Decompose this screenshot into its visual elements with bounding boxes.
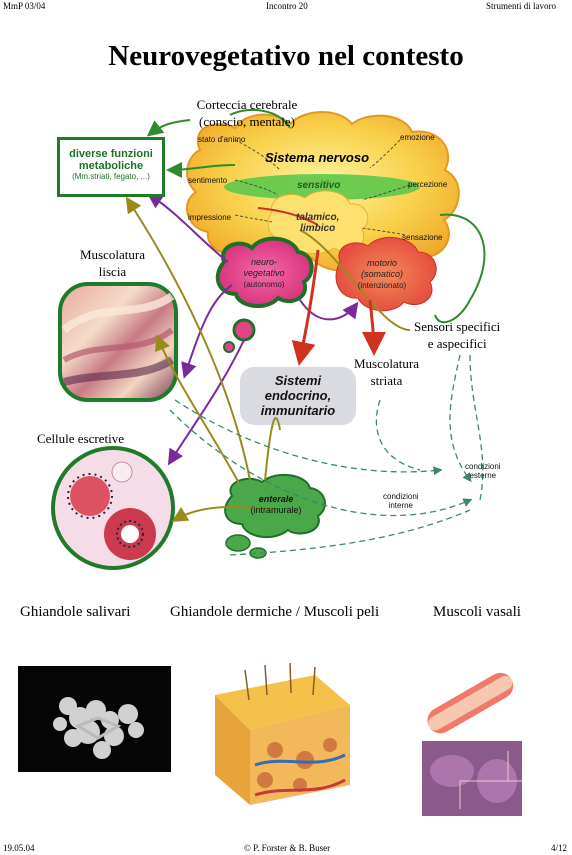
enterale-label: enterale (intramurale) (234, 494, 318, 516)
pink-node-2 (223, 341, 235, 353)
sistemi-line3: immunitario (260, 403, 336, 418)
percezione-label: percezione (408, 180, 448, 189)
cortex-label-line2: (conscio, mentale) (198, 114, 295, 129)
diagram-graphics (51, 108, 486, 570)
stato-animo-label: stato d'animo (198, 135, 246, 144)
motorio-cloud (335, 236, 437, 312)
cortex-label-line1: Corteccia cerebrale (196, 97, 298, 112)
impressione-label: impressione (188, 213, 232, 222)
neuroveg-line2: vegetativo (243, 268, 285, 278)
cellule-label: Cellule escretive (37, 431, 124, 446)
footer-right: 4/12 (551, 843, 568, 853)
motorio-line1: motorio (366, 258, 397, 268)
enterale-cloud (224, 473, 326, 539)
talamico-label: talamico, limbico (296, 212, 339, 234)
cortex-label: Corteccia cerebrale (conscio, mentale) (182, 96, 312, 130)
footer-center: © P. Forster & B. Buser (244, 843, 331, 853)
smooth-muscle-label: Muscolatura liscia (80, 246, 145, 280)
talamico-line2: limbico (300, 223, 336, 234)
caption-vasali: Muscoli vasali (433, 604, 521, 620)
cond-interne-line2: interne (388, 501, 414, 510)
cond-interne-label: condizioni interne (383, 492, 419, 510)
sensori-line2: e aspecifici (427, 336, 487, 351)
sistemi-line1: Sistemi (274, 373, 322, 388)
page-title: Neurovegetativo nel contesto (108, 40, 464, 72)
metabolic-functions-box: diverse funzioni metaboliche (Mm.striati… (57, 137, 165, 197)
enterale-blob-1 (225, 534, 251, 552)
musc-striata-line2: striata (370, 373, 403, 388)
sensori-label: Sensori specifici e aspecifici (414, 318, 500, 352)
sistemi-label: Sistemi endocrino, immunitario (240, 373, 356, 418)
funzioni-line2: metaboliche (78, 160, 144, 172)
funzioni-line3: (Mm.striati, fegato, ...) (72, 172, 150, 181)
caption-salivari: Ghiandole salivari (20, 604, 131, 620)
sensitivo-label: sensitivo (297, 180, 341, 191)
enterale-blob-2 (249, 547, 267, 559)
cond-esterne-label: condizioni esterne (465, 462, 501, 480)
sensitivo-band (224, 174, 420, 200)
header-right: Strumenti di lavoro (486, 1, 556, 11)
header-left: MmP 03/04 (3, 1, 46, 11)
cond-esterne-line1: condizioni (465, 462, 501, 471)
sistema-nervoso-label: Sistema nervoso (265, 150, 370, 165)
vascular-muscle-image (422, 661, 522, 816)
musc-liscia-line1: Muscolatura (80, 247, 145, 262)
neuroveg-cloud (215, 236, 314, 309)
cond-esterne-line2: esterne (469, 471, 497, 480)
musc-striata-line1: Muscolatura (354, 356, 419, 371)
caption-dermiche: Ghiandole dermiche / Muscoli peli (170, 604, 380, 620)
emozione-label: emozione (400, 133, 435, 142)
motorio-line2: (somatico) (360, 269, 403, 279)
neuroveg-line3: (autonomo) (243, 280, 285, 289)
sistemi-box (240, 367, 356, 425)
skin-gland-image (215, 662, 350, 805)
funzioni-line1: diverse funzioni (69, 148, 153, 160)
cond-interne-line1: condizioni (383, 492, 419, 501)
sensazione-label: sensazione (402, 233, 443, 242)
sensori-line1: Sensori specifici (414, 319, 501, 334)
talamico-line1: talamico, (296, 212, 340, 223)
header-center: Incontro 20 (266, 1, 308, 11)
sentimento-label: sentimento (188, 176, 228, 185)
salivary-gland-image (18, 666, 171, 772)
neuroveg-label: neuro- vegetativo (autonomo) (236, 257, 292, 290)
motorio-line3: (intenzionato) (357, 281, 407, 290)
enterale-line2: (intramurale) (250, 505, 302, 515)
sistemi-line2: endocrino, (264, 388, 332, 403)
footer-left: 19.05.04 (3, 843, 35, 853)
pink-node-1 (232, 318, 256, 342)
musc-liscia-line2: liscia (98, 264, 127, 279)
motorio-label: motorio (somatico) (intenzionato) (350, 258, 414, 291)
enterale-line1: enterale (258, 494, 294, 504)
striated-muscle-label: Muscolatura striata (354, 355, 419, 389)
neuroveg-line1: neuro- (250, 257, 277, 267)
